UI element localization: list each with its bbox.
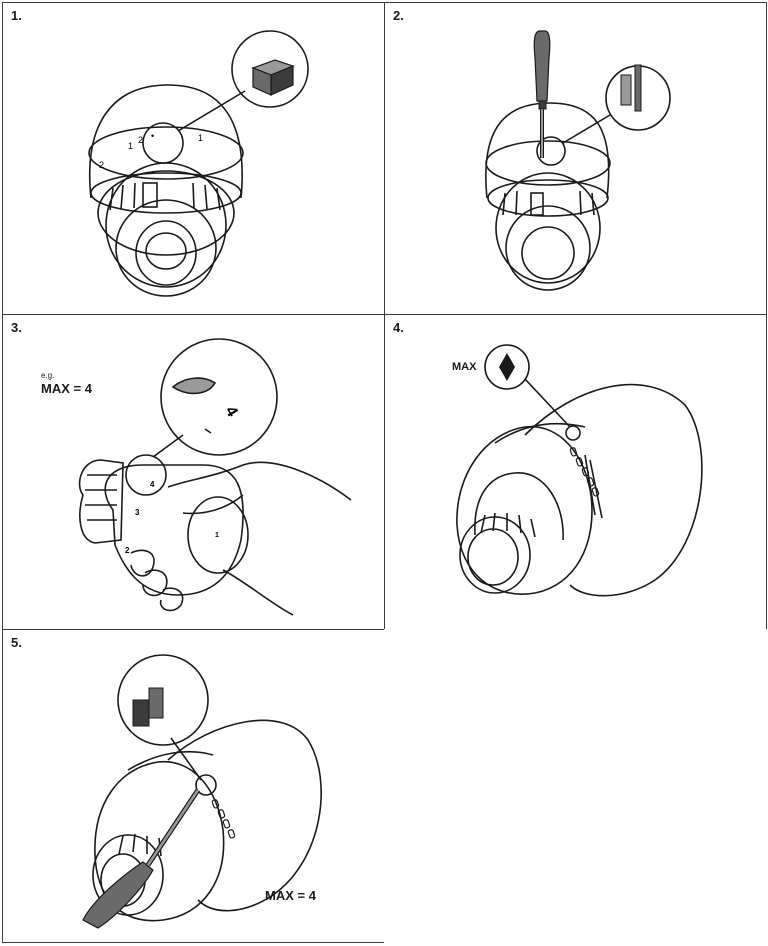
step-number-2: 2. xyxy=(393,8,404,23)
dial-mark: 4 xyxy=(150,480,155,489)
screwdriver-handle-icon xyxy=(533,30,551,102)
thermostat-front-illustration: 1 2 • 1 2 xyxy=(88,30,309,297)
screwdriver-illustration xyxy=(485,30,671,291)
step-number-3: 3. xyxy=(11,320,22,335)
step-panel-5: 5. MAX = 4 xyxy=(2,629,385,943)
thermostat-side-illustration xyxy=(456,344,703,597)
dial-mark: 2 xyxy=(138,135,143,145)
max-setting-caption: MAX = 4 xyxy=(41,381,92,396)
step-panel-4: 4. MAX xyxy=(384,314,767,630)
step-panel-2: 2. xyxy=(384,2,767,315)
step-number-4: 4. xyxy=(393,320,404,335)
step-panel-1: 1. 1 2 xyxy=(2,2,385,315)
dial-mark: 1 xyxy=(215,532,219,539)
screwdriver-handle-icon xyxy=(82,861,154,929)
dial-mark: 1 xyxy=(198,133,203,143)
dial-mark: • xyxy=(151,131,154,141)
step-number-1: 1. xyxy=(11,8,22,23)
empty-cell xyxy=(384,629,768,946)
step-panel-3: 3. e.g. MAX = 4 xyxy=(2,314,385,630)
dial-mark: 1 xyxy=(128,141,133,151)
locking-dial-illustration xyxy=(82,654,322,929)
zoomed-dial-number: 4 xyxy=(222,404,241,420)
example-prefix: e.g. xyxy=(41,371,55,380)
hand-turning-dial-illustration: 4 4 3 2 1 xyxy=(78,338,352,616)
diamond-icon xyxy=(499,353,515,381)
dial-mark: 3 xyxy=(135,508,140,517)
step-number-5: 5. xyxy=(11,635,22,650)
dial-mark: 2 xyxy=(125,546,130,555)
max-label: MAX xyxy=(452,361,477,373)
dial-mark: 2 xyxy=(99,160,104,170)
